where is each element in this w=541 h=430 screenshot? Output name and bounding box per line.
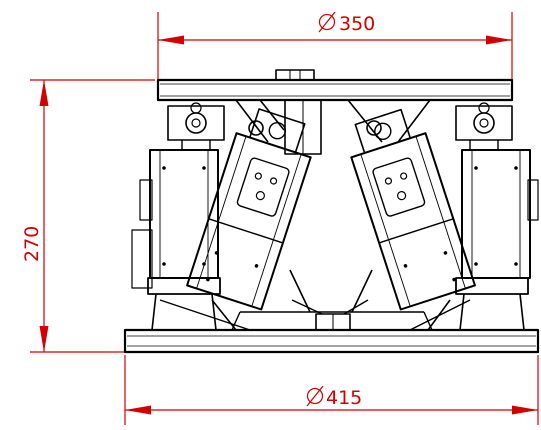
arrowhead-up — [39, 80, 49, 106]
arrowhead-down — [39, 326, 49, 352]
strut-line — [289, 269, 311, 313]
dimension-top-diameter: 350 — [157, 11, 513, 80]
arrowhead-left — [125, 405, 151, 415]
dimension-bottom-diameter: 415 — [124, 355, 539, 425]
top-diameter-value: 350 — [339, 13, 375, 35]
base-plate — [123, 311, 540, 354]
strut-line — [211, 299, 237, 331]
arrowhead-left — [158, 35, 184, 45]
lower-struts — [159, 299, 471, 331]
height-value: 270 — [21, 226, 43, 262]
top-platform — [156, 69, 514, 155]
dimension-height: 270 — [21, 79, 155, 353]
actuator-right-outer — [455, 105, 539, 331]
diameter-symbol-icon — [306, 385, 324, 407]
arrowhead-right — [512, 405, 538, 415]
upper-joints — [190, 99, 490, 143]
arrowhead-right — [486, 35, 512, 45]
hexapod-assembly — [123, 69, 540, 354]
bottom-diameter-value: 415 — [326, 387, 362, 409]
actuator-right-inner — [350, 108, 476, 311]
actuator-left-outer — [131, 105, 225, 331]
strut-line — [351, 269, 373, 313]
diameter-symbol-icon — [318, 11, 336, 33]
actuator-left-inner — [186, 108, 312, 311]
